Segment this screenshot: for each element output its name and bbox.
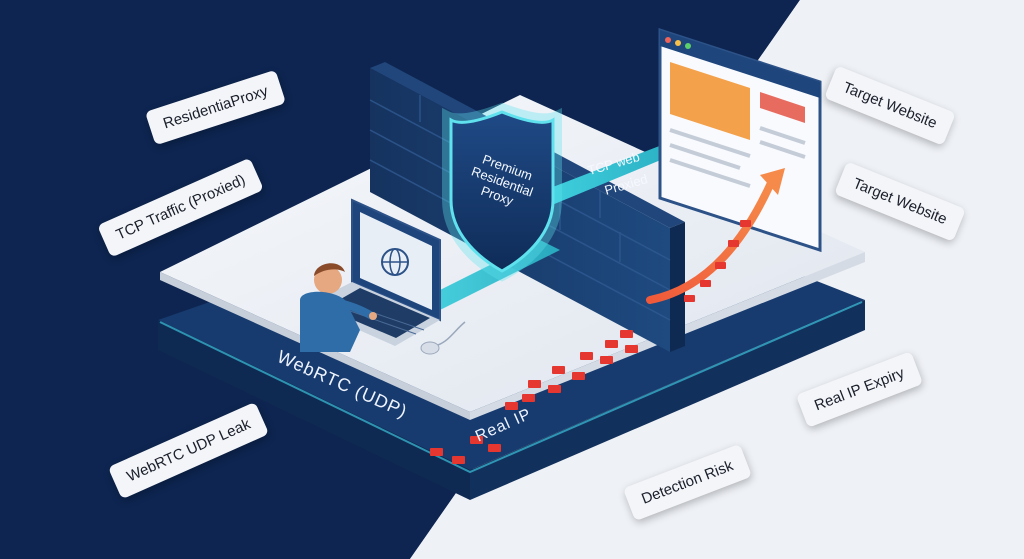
browser-window-icon	[658, 27, 822, 253]
mouse-icon	[420, 321, 466, 355]
person-at-laptop-icon	[300, 263, 377, 352]
shield-icon	[442, 102, 562, 282]
globe-icon	[381, 248, 409, 276]
leak-red-arrow	[646, 168, 785, 304]
real-ip-leak-packets	[430, 330, 638, 464]
cyan-tcp-path	[420, 240, 560, 310]
